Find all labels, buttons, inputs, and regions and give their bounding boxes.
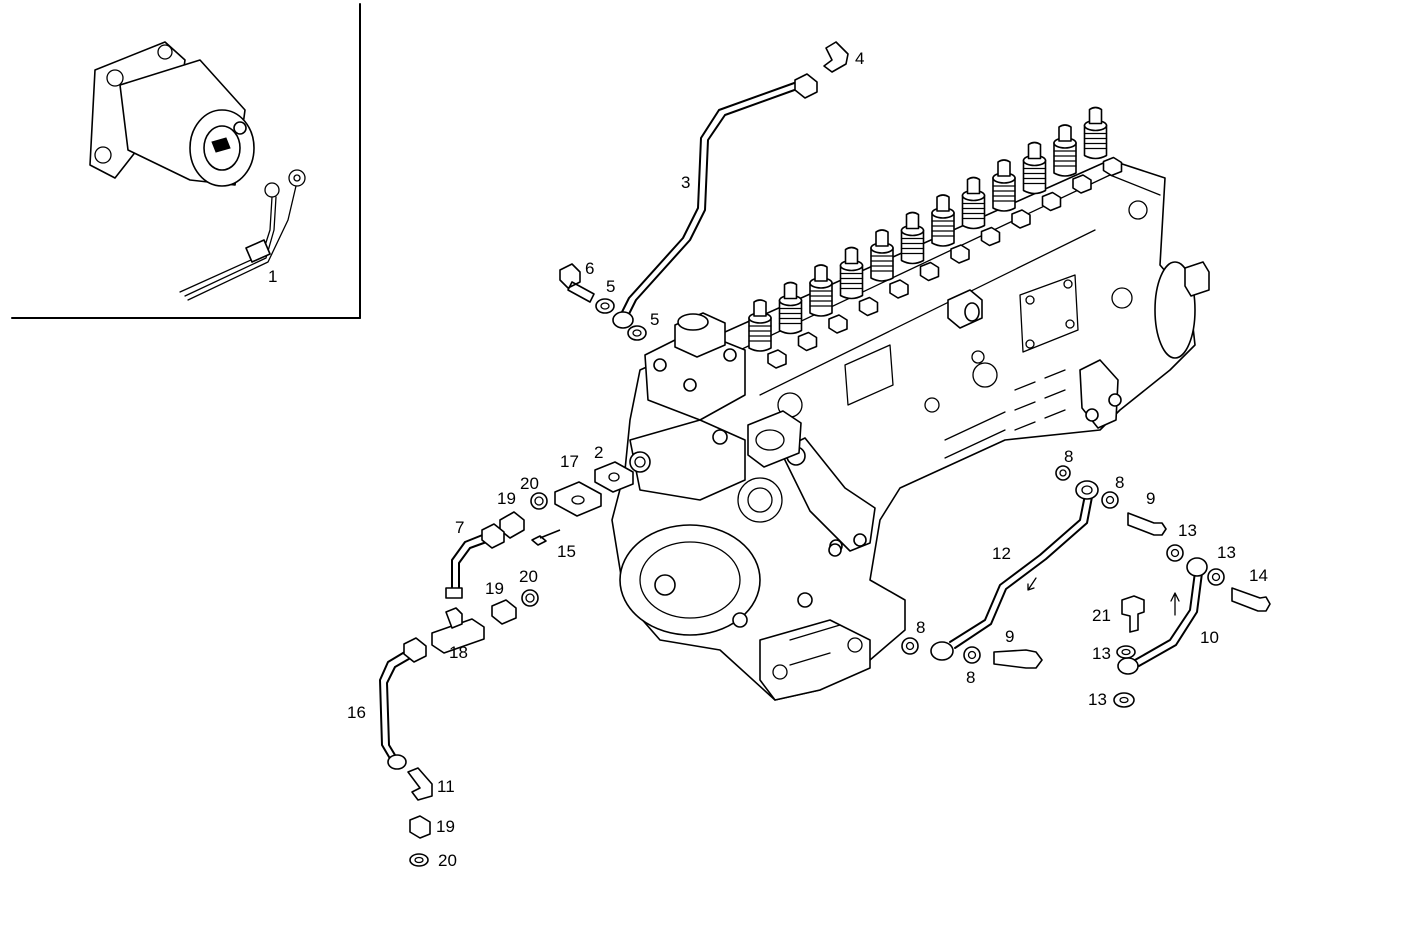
callout-13c: 13 xyxy=(1092,644,1111,663)
inset-detail: 1 xyxy=(11,3,361,319)
elbow-11 xyxy=(407,767,433,801)
callout-20b: 20 xyxy=(519,567,538,586)
pipe-16 xyxy=(379,649,409,763)
elbow-4 xyxy=(823,41,849,73)
callout-11: 11 xyxy=(437,777,455,796)
callout-20c: 20 xyxy=(438,851,457,870)
delivery-valve-holder xyxy=(809,264,848,334)
callout-4: 4 xyxy=(855,49,864,68)
callout-19c: 19 xyxy=(436,817,455,836)
banjo-18 xyxy=(431,618,485,654)
delivery-valve-holder xyxy=(839,246,879,317)
callout-13a: 13 xyxy=(1178,521,1197,540)
callout-15: 15 xyxy=(557,542,576,561)
injection-pump-body xyxy=(611,159,1210,701)
delivery-valve-holder xyxy=(1053,124,1092,194)
bolt-6 xyxy=(559,263,595,303)
delivery-valves xyxy=(748,106,1123,369)
pipe-7 xyxy=(451,531,491,593)
callout-9a: 9 xyxy=(1146,489,1155,508)
callout-13b: 13 xyxy=(1217,543,1236,562)
callout-6: 6 xyxy=(585,259,594,278)
callout-9b: 9 xyxy=(1005,627,1014,646)
parts xyxy=(379,41,1271,867)
delivery-valve-holder xyxy=(870,229,909,299)
callout-16: 16 xyxy=(347,703,366,722)
callout-5a: 5 xyxy=(606,277,615,296)
callout-13d: 13 xyxy=(1088,690,1107,709)
pipe-3 xyxy=(626,87,801,319)
callout-8a: 8 xyxy=(1064,447,1073,466)
delivery-valve-holder xyxy=(1083,106,1123,177)
callout-8c: 8 xyxy=(916,618,925,637)
delivery-valve-holder xyxy=(961,176,1001,247)
pipe-12 xyxy=(949,494,1086,643)
callout-10: 10 xyxy=(1200,628,1219,647)
delivery-valve-holder xyxy=(748,299,787,369)
callout-5b: 5 xyxy=(650,310,659,329)
callout-19a: 19 xyxy=(497,489,516,508)
delivery-valve-holder xyxy=(778,281,818,352)
callout-20a: 20 xyxy=(520,474,539,493)
callout-1: 1 xyxy=(268,267,277,286)
callout-12: 12 xyxy=(992,544,1011,563)
gasket-2 xyxy=(594,461,634,493)
callout-3: 3 xyxy=(681,173,690,192)
callout-14: 14 xyxy=(1249,566,1268,585)
bolt-21 xyxy=(1121,595,1145,633)
plate-17 xyxy=(554,481,602,517)
callout-8b: 8 xyxy=(1115,473,1124,492)
callout-2: 2 xyxy=(594,443,603,462)
callout-8d: 8 xyxy=(966,668,975,687)
callout-17: 17 xyxy=(560,452,579,471)
callout-19b: 19 xyxy=(485,579,504,598)
delivery-valve-holder xyxy=(992,159,1031,229)
callouts: 2 3 4 5 5 6 7 8 8 8 8 9 9 10 11 12 13 13… xyxy=(347,49,1268,870)
delivery-valve-holder xyxy=(900,211,940,282)
pipe-10 xyxy=(1134,571,1196,661)
callout-21: 21 xyxy=(1092,606,1111,625)
delivery-valve-holder xyxy=(931,194,970,264)
callout-7: 7 xyxy=(455,518,464,537)
callout-18: 18 xyxy=(449,643,468,662)
delivery-valve-holder xyxy=(1022,141,1062,212)
